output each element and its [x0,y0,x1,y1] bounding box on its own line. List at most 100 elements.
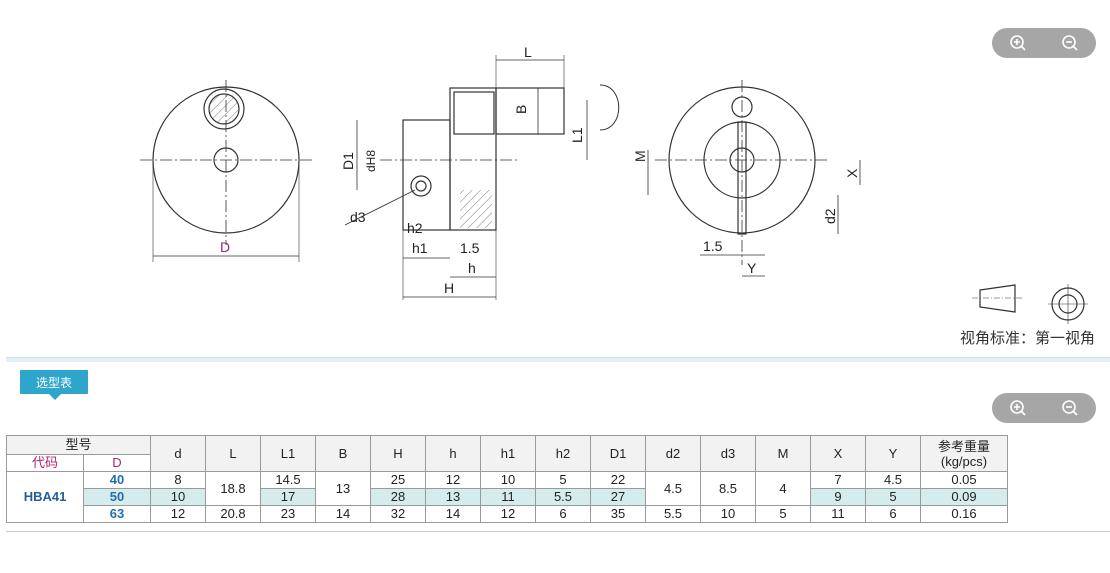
cell: 27 [590,488,646,506]
cell-D: 63 [83,505,151,523]
cell: 0.16 [920,505,1008,523]
cell: 35 [590,505,646,523]
bottom-rule [6,531,1110,532]
zoom-in-icon [1010,400,1026,416]
cell: 5 [755,505,811,523]
col-header: d2 [645,435,701,472]
dim-D-left: D [220,239,230,255]
dim-d2: d2 [822,208,838,224]
col-header: d [150,435,206,472]
cell-D: 40 [83,471,151,489]
cell: 22 [590,471,646,489]
col-header: h [425,435,481,472]
cell: 14 [425,505,481,523]
col-header: h1 [480,435,536,472]
cell: 14.5 [260,471,316,489]
cell: 10 [150,488,206,506]
cell: 5 [535,471,591,489]
col-header: H [370,435,426,472]
projection-standard-label: 视角标准：第一视角 [960,330,1096,347]
dim-L: L [524,44,532,60]
cell: 0.05 [920,471,1008,489]
dim-X: X [844,168,860,178]
zoom-in-button[interactable] [1005,30,1031,56]
cell-D: 50 [83,488,151,506]
dim-M: M [632,150,648,162]
spec-table: 型号 d L L1 B H h h1 h2 D1 d2 d3 M X Y 参考重… [6,435,1008,523]
cell-L-merged: 18.8 [205,471,261,506]
dim-Y: Y [747,260,757,276]
dim-h2: h2 [407,220,423,236]
col-header: h2 [535,435,591,472]
cell: 9 [810,488,866,506]
cell: 12 [480,505,536,523]
weight-header-line2: (kg/pcs) [940,453,988,469]
col-header: B [315,435,371,472]
zoom-out-icon [1062,400,1078,416]
weight-header: 参考重量(kg/pcs) [920,435,1008,472]
col-header: d3 [700,435,756,472]
dim-d3: d3 [350,209,366,225]
cell: 10 [700,505,756,523]
col-header: X [810,435,866,472]
cell: 14 [315,505,371,523]
table-row: 50 10 17 28 13 11 5.5 27 9 5 0.09 [7,488,1008,506]
collar-body-side [402,119,451,231]
cell: 12 [150,505,206,523]
col-header: L1 [260,435,316,472]
model-cell: HBA41 [6,471,84,523]
cell: 28 [370,488,426,506]
zoom-out-button[interactable] [1057,30,1083,56]
cell: 32 [370,505,426,523]
cell: 11 [810,505,866,523]
cell: 17 [260,488,316,506]
cell-M-merged: 4 [755,471,811,506]
cell: 5.5 [645,505,701,523]
cell: 13 [425,488,481,506]
cell: 6 [535,505,591,523]
header-model: 型号 [6,435,151,455]
col-header: M [755,435,811,472]
dim-L1: L1 [569,127,585,143]
cell: 6 [865,505,921,523]
dim-D1: D1 [340,152,356,170]
cell-d2-merged: 4.5 [645,471,701,506]
weight-header-line1: 参考重量 [937,438,990,454]
cell: 7 [810,471,866,489]
cell: 5.5 [535,488,591,506]
cell: 23 [260,505,316,523]
dim-dH8: dH8 [364,150,378,172]
zoom-in-button[interactable] [1005,395,1031,421]
header-code: 代码 [6,454,84,472]
zoom-in-icon [1010,35,1026,51]
table-row: 63 12 20.8 23 14 32 14 12 6 35 5.5 10 5 … [7,505,1008,523]
zoom-out-icon [1062,35,1078,51]
cell-B-merged: 13 [315,471,371,506]
dim-H: H [444,280,454,296]
col-header: Y [865,435,921,472]
cell: 8 [150,471,206,489]
cell: 0.09 [920,488,1008,506]
col-header: D1 [590,435,646,472]
dim-B: B [513,105,529,114]
table-row: HBA41 40 8 18.8 14.5 13 25 12 10 5 22 4.… [6,471,1008,523]
zoom-controls-top [992,28,1096,58]
section-divider [6,357,1110,362]
projection-symbol [979,284,1016,313]
tab-selection-table[interactable]: 选型表 [20,370,88,400]
tab-label: 选型表 [35,375,72,390]
zoom-out-button[interactable] [1057,395,1083,421]
cell: 12 [425,471,481,489]
cell: 5 [865,488,921,506]
col-header: L [205,435,261,472]
cell: 11 [480,488,536,506]
header-D: D [83,454,151,472]
cell: 10 [480,471,536,489]
cell: 20.8 [205,505,261,523]
technical-drawing: D L B L1 D1 dH8 d3 h2 h1 1.5 h H M X d2 … [140,44,1088,324]
dim-1-5: 1.5 [460,240,480,256]
dim-1-5-right: 1.5 [703,238,723,254]
cell-d3-merged: 8.5 [700,471,756,506]
dim-h: h [468,260,476,276]
zoom-controls-bottom [992,393,1096,423]
